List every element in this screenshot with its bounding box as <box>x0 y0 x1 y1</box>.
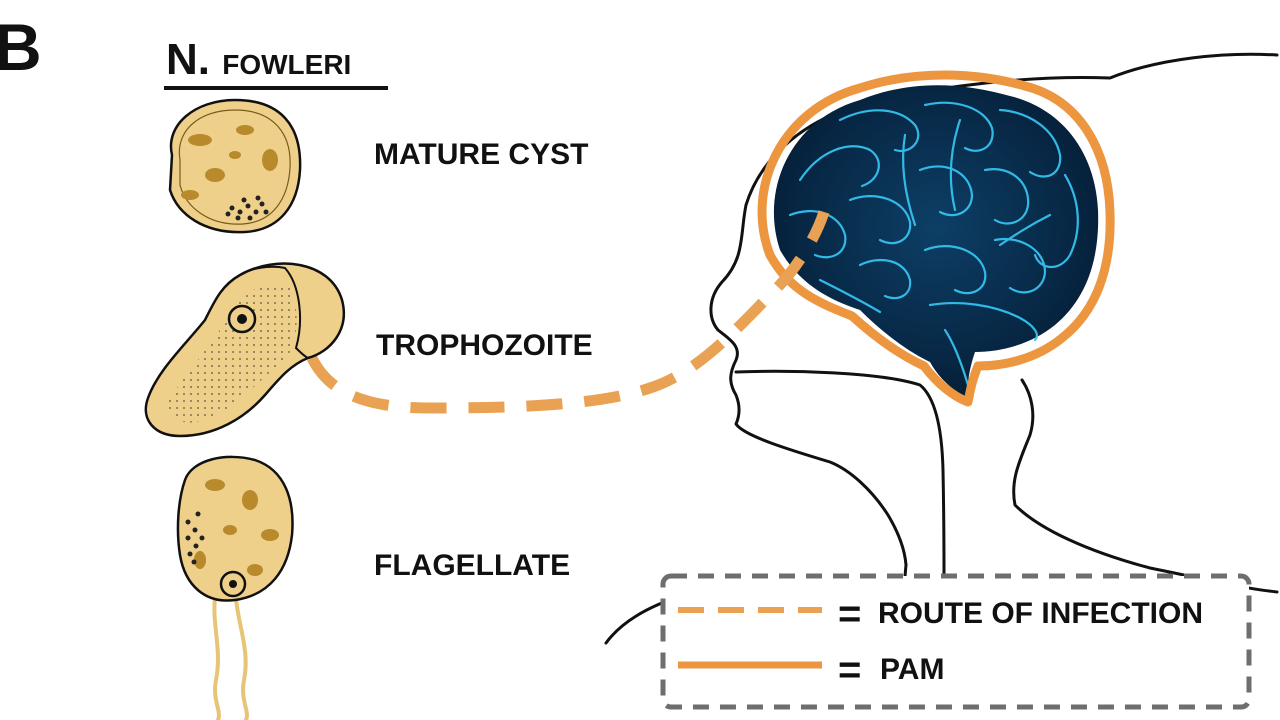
mature-cyst-illustration <box>168 98 302 234</box>
title-underline <box>164 86 388 90</box>
panel-letter: B <box>0 10 42 84</box>
legend-label-pam: PAM <box>880 653 945 686</box>
diagram-title: N. FOWLERI <box>166 38 351 82</box>
label-flagellate: FLAGELLATE <box>374 549 571 582</box>
brain-illustration <box>773 85 1099 400</box>
legend-equals-1: = <box>838 592 862 636</box>
title-genus: N. <box>166 35 210 84</box>
trophozoite-illustration <box>144 262 345 438</box>
pam-outline <box>757 70 1115 407</box>
legend-box <box>660 573 1252 710</box>
legend-equals-2: = <box>838 648 862 692</box>
route-of-infection-path <box>307 210 830 414</box>
title-species: FOWLERI <box>222 49 352 80</box>
legend-label-route: ROUTE OF INFECTION <box>878 597 1203 630</box>
label-mature-cyst: MATURE CYST <box>374 138 589 171</box>
label-trophozoite: TROPHOZOITE <box>376 329 593 362</box>
flagellate-illustration <box>176 455 294 720</box>
